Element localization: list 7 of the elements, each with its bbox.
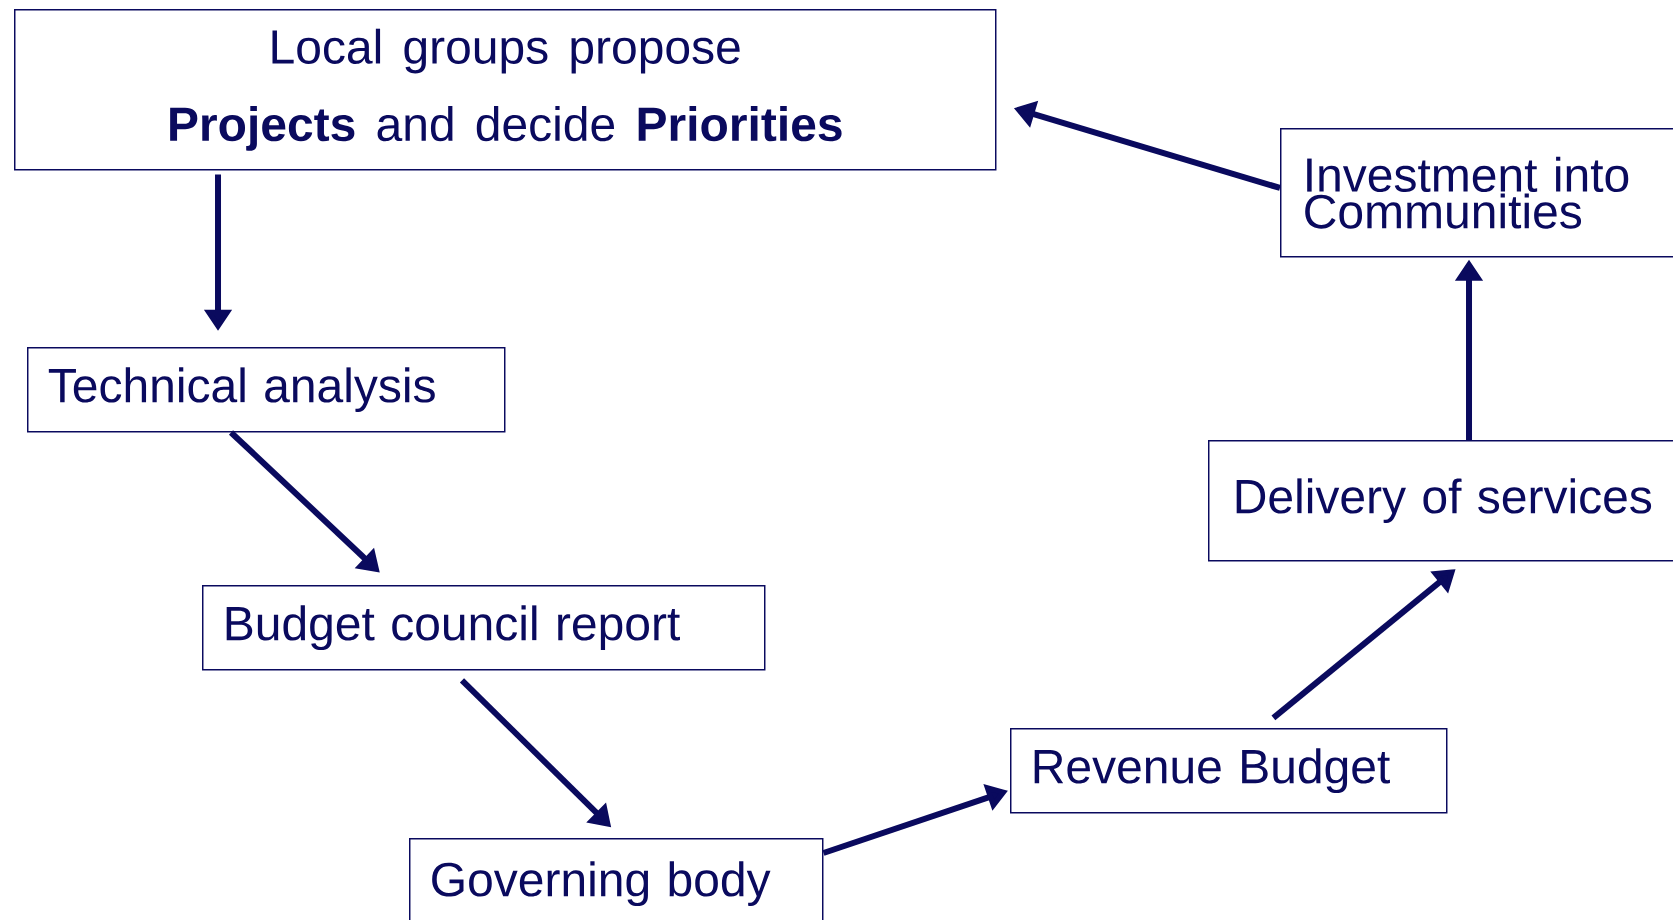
process-box: Governing body	[409, 838, 824, 920]
process-box: Technical analysis	[27, 347, 506, 433]
process-box: Investment into Communities	[1280, 128, 1673, 258]
process-box: Budget council report	[202, 585, 766, 671]
process-box: Local groups propose Projects and decide Priorities	[14, 9, 997, 171]
process-box: Revenue Budget	[1010, 728, 1448, 814]
process-box: Delivery of services	[1208, 440, 1673, 562]
